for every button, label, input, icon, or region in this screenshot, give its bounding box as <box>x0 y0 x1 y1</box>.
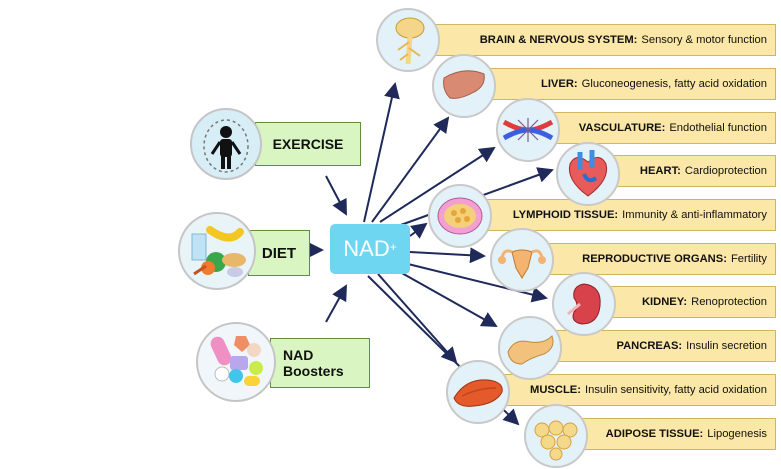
arrow-to-vasculature <box>379 146 496 223</box>
organ-bar-pancreas: PANCREAS:Insulin secretion <box>526 330 776 362</box>
pancreas-icon <box>498 316 562 380</box>
nad-superscript: + <box>389 240 397 254</box>
arrow-to-brain <box>363 82 400 223</box>
nad-boosters-box: NAD Boosters <box>270 338 370 388</box>
exercise-icon <box>190 108 262 180</box>
diet-box: DIET <box>248 230 310 276</box>
muscle-icon <box>446 360 510 424</box>
diet-label: DIET <box>261 244 297 262</box>
lymphoid-tissue-icon <box>428 184 492 248</box>
organ-function: Cardioprotection <box>684 165 767 177</box>
organ-name: ADIPOSE TISSUE: <box>605 428 704 440</box>
kidney-icon <box>552 272 616 336</box>
organ-function: Fertility <box>730 253 767 265</box>
nad-boosters-label-line1: NAD <box>283 347 314 363</box>
diet-icon <box>178 212 256 290</box>
pills-icon <box>196 322 276 402</box>
reproductive-organs-icon <box>490 228 554 292</box>
organ-function: Sensory & motor function <box>641 34 767 46</box>
organ-bar-muscle: MUSCLE: Insulin sensitivity, fatty acid o… <box>476 374 776 406</box>
organ-bar-liver: LIVER:Gluconeogenesis, fatty acid oxidat… <box>476 68 776 100</box>
arrow-to-pancreas <box>399 271 498 327</box>
exercise-label: EXERCISE <box>272 136 344 152</box>
brain-icon <box>376 8 440 72</box>
organ-function: Lipogenesis <box>707 428 767 440</box>
organ-name: VASCULATURE: <box>578 122 666 134</box>
organ-bar-lymphoid: LYMPHOID TISSUE:Immunity & anti-inflamma… <box>462 199 776 231</box>
organ-name: PANCREAS: <box>616 340 683 352</box>
organ-function: Gluconeogenesis, fatty acid oxidation <box>581 78 767 90</box>
arrow-to-lymphoid <box>409 222 428 239</box>
organ-bar-brain: BRAIN & NERVOUS SYSTEM:Sensory & motor f… <box>430 24 776 56</box>
organ-function: Insulin sensitivity, fatty acid oxidatio… <box>585 384 767 396</box>
vasculature-icon <box>496 98 560 162</box>
organ-bar-adipose: ADIPOSE TISSUE:Lipogenesis <box>556 418 776 450</box>
arrow-boosters-to-nad <box>325 284 347 323</box>
organ-name: LYMPHOID TISSUE: <box>512 209 619 221</box>
nad-plus-box: NAD+ <box>330 224 410 274</box>
arrow-exercise-to-nad <box>325 175 347 216</box>
liver-icon <box>432 54 496 118</box>
organ-function: Insulin secretion <box>686 340 767 352</box>
organ-name: BRAIN & NERVOUS SYSTEM: <box>479 34 638 46</box>
heart-icon <box>556 142 620 206</box>
nad-boosters-label-line2: Boosters <box>283 363 344 379</box>
organ-bar-reproductive: REPRODUCTIVE ORGANS:Fertility <box>518 243 776 275</box>
arrow-to-liver <box>371 116 450 223</box>
organ-bar-vasculature: VASCULATURE:Endothelial function <box>526 112 776 144</box>
exercise-box: EXERCISE <box>255 122 361 166</box>
arrow-to-reproductive <box>409 247 486 264</box>
organ-name: MUSCLE: <box>530 384 581 396</box>
arrow-to-kidney <box>407 263 548 303</box>
organ-function: Renoprotection <box>691 296 767 308</box>
organ-name: KIDNEY: <box>641 296 688 308</box>
organ-name: LIVER: <box>540 78 578 90</box>
organ-name: REPRODUCTIVE ORGANS: <box>582 253 727 265</box>
nad-label: NAD <box>343 236 390 261</box>
adipose-tissue-icon <box>524 404 588 468</box>
organ-function: Endothelial function <box>669 122 767 134</box>
organ-function: Immunity & anti-inflammatory <box>622 209 767 221</box>
organ-name: HEART: <box>639 165 681 177</box>
arrow-to-muscle <box>377 273 458 364</box>
